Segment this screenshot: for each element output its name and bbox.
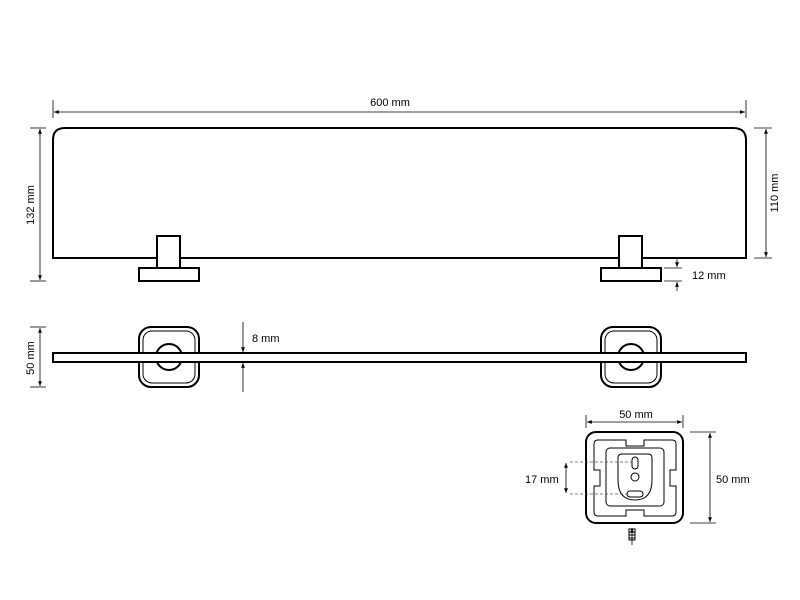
left-bracket-arm [156, 235, 181, 269]
center-hole-icon [630, 472, 640, 482]
right-bracket-arm [618, 235, 643, 269]
mount-inner-frame [593, 439, 677, 517]
mount-detail-view: 50 mm 17 mm 50 mm [525, 409, 750, 545]
top-slot-icon [631, 456, 639, 470]
front-view: 600 mm 132 mm 110 mm 12 mm [25, 97, 781, 291]
depth-label: 50 mm [25, 341, 37, 375]
mount-back-plate [605, 447, 665, 507]
right-bracket-base [600, 267, 662, 282]
keyhole-plate [617, 453, 653, 501]
mount-width-label: 50 mm [619, 409, 653, 421]
mount-height-label: 50 mm [716, 474, 750, 486]
bracket-thickness-label: 12 mm [692, 270, 726, 282]
mount-outer-plate [585, 431, 684, 524]
width-label: 600 mm [370, 97, 410, 109]
glass-panel [52, 127, 747, 259]
height-front-label: 110 mm [769, 174, 781, 213]
height-back-label: 132 mm [25, 185, 37, 225]
left-bracket-base [138, 267, 200, 282]
hole-spacing-label: 17 mm [525, 474, 559, 486]
top-view: 50 mm 8 mm [25, 322, 747, 392]
glass-thickness-label: 8 mm [252, 333, 280, 345]
glass-edge [52, 352, 747, 363]
